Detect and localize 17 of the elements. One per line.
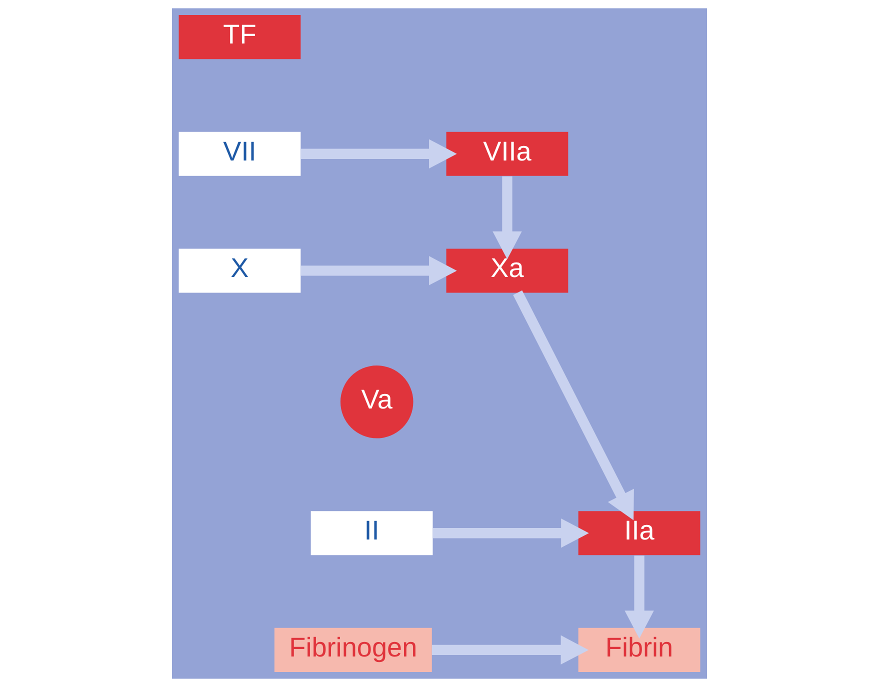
node-box: Fibrinogen xyxy=(274,628,432,672)
node-box: VIIa xyxy=(446,132,568,176)
node-box: IIa xyxy=(578,511,700,556)
arrow xyxy=(300,139,457,168)
arrow xyxy=(492,176,522,260)
arrow xyxy=(513,290,634,520)
arrow xyxy=(300,256,457,286)
arrow xyxy=(624,556,654,638)
node-box: II xyxy=(310,511,433,556)
node-box: Fibrin xyxy=(578,628,700,672)
node-box: TF xyxy=(178,15,301,60)
node-circle: Va xyxy=(340,366,414,438)
node-box: X xyxy=(178,248,301,293)
node-box: VII xyxy=(178,132,301,176)
arrow xyxy=(432,518,589,548)
node-box: Xa xyxy=(446,248,568,293)
arrow xyxy=(432,635,589,665)
